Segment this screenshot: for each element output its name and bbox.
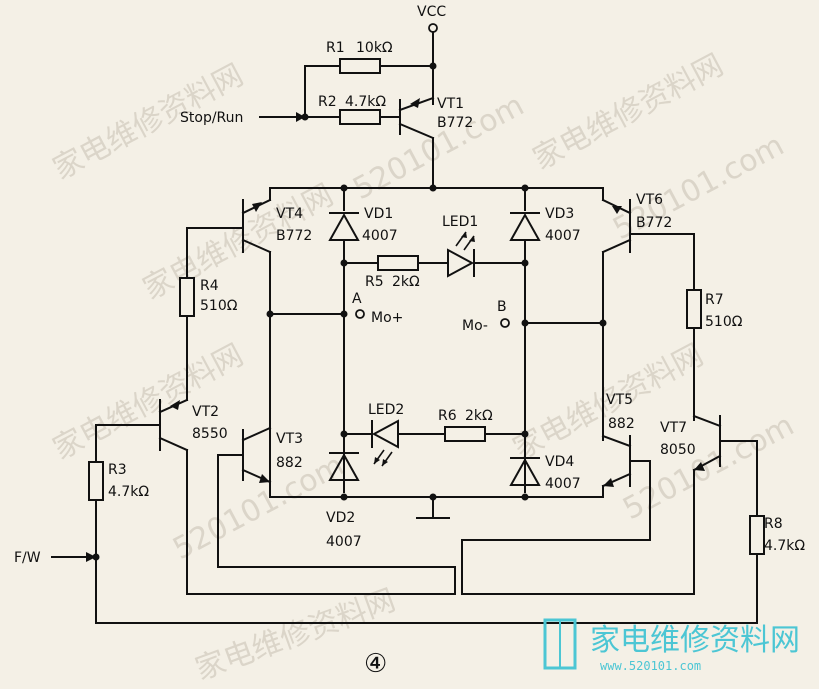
vd2-ref: VD2 <box>326 510 355 526</box>
vt2-transistor: VT2 8550 <box>95 398 228 595</box>
r7-resistor <box>686 289 702 329</box>
vt4-transistor: VT4 B772 <box>186 187 312 493</box>
r8-resistor <box>749 515 765 555</box>
r5-value: 2kΩ <box>392 274 420 290</box>
vd2-diode <box>328 452 360 481</box>
node-b-label: B <box>497 299 507 315</box>
vd3-value: 4007 <box>545 228 581 244</box>
terminal-a <box>355 309 365 319</box>
r4-value: 510Ω <box>200 298 238 314</box>
logo-url: www.520101.com <box>600 659 701 673</box>
upper-diodes: VD1 4007 VD3 4007 LED1 R5 2kΩ <box>328 187 581 493</box>
vd2-value: 4007 <box>326 534 362 550</box>
vd3-diode <box>509 212 541 241</box>
vt7-transistor: VT7 8050 <box>660 414 758 595</box>
vt1-ref: VT1 <box>437 96 464 112</box>
vt1-value: B772 <box>437 115 473 131</box>
led1-diode <box>447 248 475 278</box>
vt6-value: B772 <box>636 215 672 231</box>
vt4-value: B772 <box>276 228 312 244</box>
r2-ref: R2 <box>318 94 337 110</box>
vd4-value: 4007 <box>545 476 581 492</box>
cross-wiring <box>186 539 695 595</box>
vt3-ref: VT3 <box>276 431 303 447</box>
r2-value: 4.7kΩ <box>345 94 386 110</box>
vt2-ref: VT2 <box>192 404 219 420</box>
stop-run-arrow <box>296 112 305 122</box>
fw-arrow <box>86 552 96 562</box>
vd1-value: 4007 <box>362 228 398 244</box>
r5-resistor <box>377 255 419 271</box>
vcc-terminal <box>428 23 438 33</box>
book-icon <box>543 618 577 670</box>
vd4-diode <box>509 457 541 486</box>
r1-value: 10kΩ <box>356 40 393 56</box>
vd1-ref: VD1 <box>364 206 393 222</box>
vcc-label: VCC <box>417 4 446 20</box>
vt6-transistor: VT6 B772 <box>601 187 695 441</box>
watermark-url-4: 520101.com <box>617 408 800 527</box>
r6-resistor <box>444 426 486 442</box>
vd1-diode <box>328 212 360 241</box>
vt3-value: 882 <box>276 455 303 471</box>
led1-ref: LED1 <box>442 214 478 230</box>
top-section: VCC R1 10kΩ Stop/Run R2 4.7kΩ VT1 B772 <box>180 4 473 189</box>
r1-ref: R1 <box>326 40 345 56</box>
vt2-value: 8550 <box>192 426 228 442</box>
vd4-ref: VD4 <box>545 454 574 470</box>
vt7-value: 8050 <box>660 442 696 458</box>
vt6-ref: VT6 <box>636 192 663 208</box>
vt3-transistor: VT3 882 <box>217 426 303 568</box>
r1-resistor <box>339 58 381 74</box>
node-a-label: A <box>352 291 362 307</box>
lower-led-section: LED2 R6 2kΩ <box>340 402 529 467</box>
vt5-value: 882 <box>608 416 635 432</box>
vt7-ref: VT7 <box>660 420 687 436</box>
r3-value: 4.7kΩ <box>108 484 149 500</box>
mo-minus-label: Mo- <box>462 318 488 334</box>
site-logo: 家电维修资料网 www.520101.com <box>543 618 800 673</box>
terminal-b <box>500 318 510 328</box>
r6-ref: R6 <box>438 408 457 424</box>
r4-ref: R4 <box>200 278 219 294</box>
fw-label: F/W <box>14 550 41 566</box>
led2-diode <box>371 419 399 449</box>
led2-ref: LED2 <box>368 402 404 418</box>
r6-value: 2kΩ <box>465 408 493 424</box>
r3-ref: R3 <box>108 462 127 478</box>
figure-number: ④ <box>364 649 387 679</box>
vt5-ref: VT5 <box>606 392 633 408</box>
mo-plus-label: Mo+ <box>371 310 403 326</box>
r3-resistor <box>88 461 104 501</box>
r7-ref: R7 <box>705 292 724 308</box>
watermark-text-4: 家电维修资料网 <box>47 338 249 467</box>
r7-value: 510Ω <box>705 314 743 330</box>
watermark: 家电维修资料网 520101.com 家电维修资料网 家电维修资料网 52010… <box>47 48 800 688</box>
vt4-ref: VT4 <box>276 206 303 222</box>
r8-ref: R8 <box>764 516 783 532</box>
logo-name: 家电维修资料网 <box>590 623 800 658</box>
r4-resistor <box>179 277 195 317</box>
watermark-url-3: 520101.com <box>167 448 350 567</box>
vd3-ref: VD3 <box>545 206 574 222</box>
watermark-text-2: 家电维修资料网 <box>527 48 729 177</box>
vt5-transistor: VT5 882 <box>601 392 651 541</box>
watermark-url-2: 520101.com <box>607 128 790 247</box>
r5-ref: R5 <box>365 274 384 290</box>
r8-value: 4.7kΩ <box>764 538 805 554</box>
vt1-emitter-arrow <box>410 98 420 108</box>
r2-resistor <box>339 109 381 125</box>
stop-run-label: Stop/Run <box>180 110 243 126</box>
